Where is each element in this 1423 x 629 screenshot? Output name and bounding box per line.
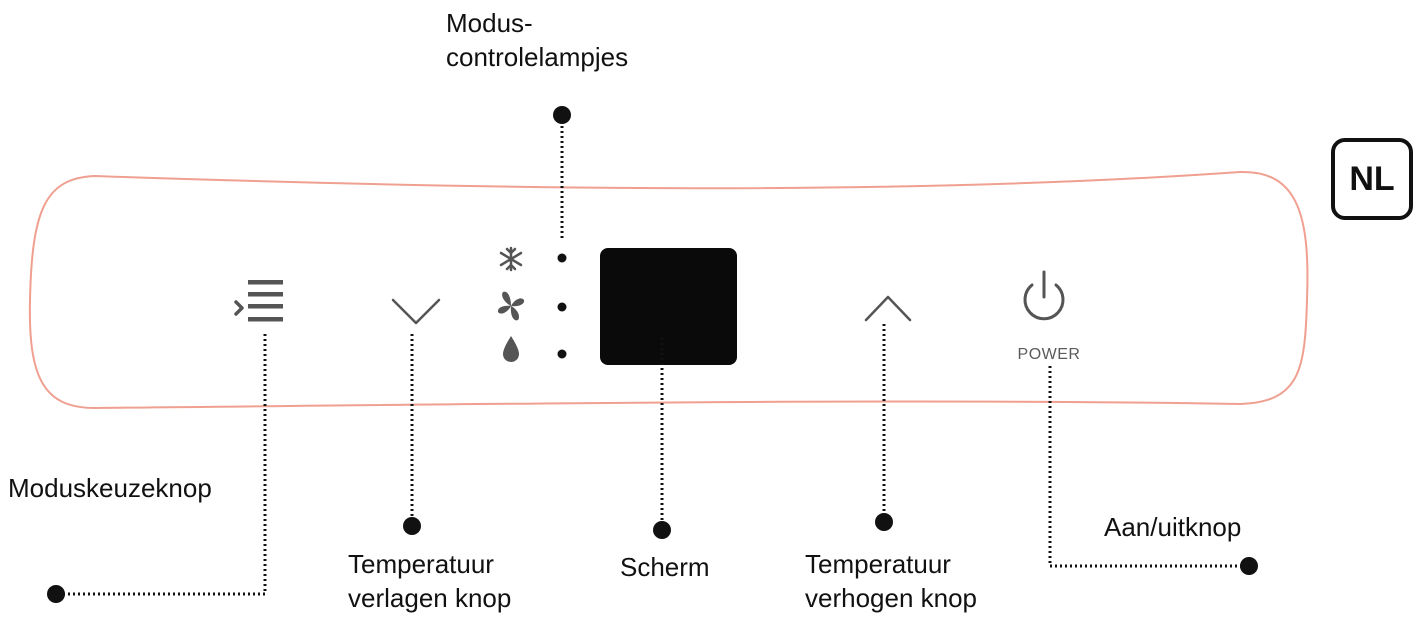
leader-mode-button xyxy=(56,334,267,596)
fan-icon xyxy=(497,291,525,321)
snowflake-icon xyxy=(499,246,523,272)
label-temp-up-line2: verhogen knop xyxy=(805,583,978,613)
label-power: Aan/uitknop xyxy=(1104,512,1242,542)
label-mode-indicators-line1: Modus- xyxy=(446,8,533,38)
label-temp-up: Temperatuur verhogen knop xyxy=(805,547,977,615)
indicator-light-dry xyxy=(557,349,567,359)
label-mode-indicators: Modus- controlelampjes xyxy=(446,6,628,74)
power-caption: POWER xyxy=(1017,346,1081,363)
panel-outline xyxy=(28,170,1309,410)
language-badge: NL xyxy=(1331,138,1413,220)
indicator-light-fan xyxy=(557,302,567,312)
callout-dot-temp-down xyxy=(403,517,421,535)
leader-lines xyxy=(56,116,1249,596)
callout-dot-mode-indicators xyxy=(553,106,571,124)
label-display: Scherm xyxy=(620,552,710,582)
indicator-light-cool xyxy=(557,253,567,263)
label-temp-down-line2: verlagen knop xyxy=(348,583,512,613)
callout-dot-display xyxy=(653,521,671,539)
label-mode-indicators-line2: controlelampjes xyxy=(446,42,629,72)
callout-dot-power xyxy=(1240,557,1258,575)
label-temp-down-line1: Temperatuur xyxy=(348,549,494,579)
chevron-up-icon[interactable] xyxy=(864,295,912,322)
chevron-down-icon[interactable] xyxy=(391,298,441,325)
droplet-icon xyxy=(503,336,519,362)
label-temp-down: Temperatuur verlagen knop xyxy=(348,547,511,615)
power-icon[interactable] xyxy=(1023,270,1065,321)
callout-dot-temp-up xyxy=(875,513,893,531)
leader-power xyxy=(1048,366,1249,568)
mode-list-icon[interactable] xyxy=(234,280,283,322)
label-temp-up-line1: Temperatuur xyxy=(805,549,951,579)
display-screen xyxy=(600,248,737,365)
label-mode-button: Moduskeuzeknop xyxy=(8,473,212,503)
callout-dot-mode-button xyxy=(47,585,65,603)
